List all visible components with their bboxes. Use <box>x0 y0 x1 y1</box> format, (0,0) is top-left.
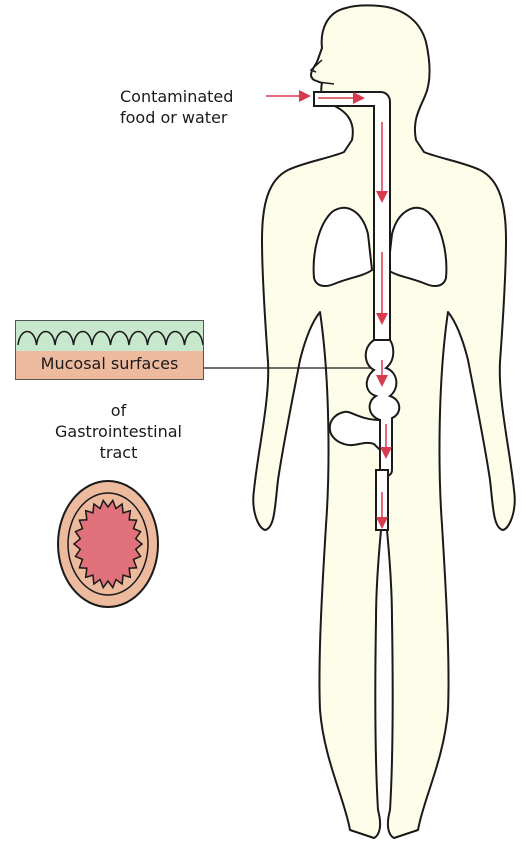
mucosal-surface-inset: Mucosal surfaces <box>15 320 204 380</box>
mucosal-villi-line <box>16 325 204 355</box>
gi-caption-of: of <box>26 400 211 421</box>
mucosal-surfaces-label: Mucosal surfaces <box>16 354 203 373</box>
intake-label-line1: Contaminated <box>120 86 270 107</box>
gi-caption-line2: tract <box>26 442 211 463</box>
gi-caption-line1: Gastrointestinal <box>26 421 211 442</box>
intake-label: Contaminated food or water <box>120 86 270 128</box>
gi-caption: of Gastrointestinal tract <box>26 400 211 463</box>
intake-label-line2: food or water <box>120 107 270 128</box>
